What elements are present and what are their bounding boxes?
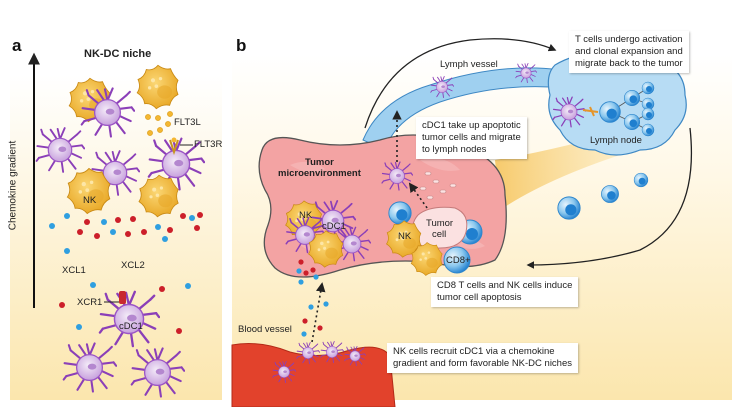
callout-nk-recruit: NK cells recruit cDC1 via a chemokine gr…: [387, 343, 579, 373]
lymph-vessel-label: Lymph vessel: [440, 59, 498, 70]
t-cell-icon: [641, 107, 655, 121]
tumor-microenvironment-label-line1: Tumor: [305, 157, 334, 168]
cd8-t-cell-icon: [443, 246, 471, 274]
tumor-microenvironment-label-line2: microenvironment: [278, 168, 361, 179]
t-cell-icon: [641, 81, 655, 95]
nk-label-tumor: NK: [299, 210, 313, 221]
chemokine-gradient-label: Chemokine gradient: [7, 140, 19, 231]
apoptotic-fragments: [419, 171, 457, 200]
xcl2-label: XCL2: [121, 260, 145, 271]
blood-vessel-label: Blood vessel: [238, 324, 292, 335]
panel-b-letter: b: [236, 36, 247, 55]
callout-t-cell-activation: T cells undergo activation and clonal ex…: [569, 31, 689, 73]
callout-apoptosis: CD8 T cells and NK cells induce tumor ce…: [431, 277, 579, 307]
lymph-node-label: Lymph node: [590, 135, 642, 146]
cdc1-label: cDC1: [119, 321, 143, 332]
t-cell-icon: [641, 123, 655, 137]
flt3l-particles: [145, 111, 173, 136]
tumor-cell-label-line1: Tumor: [426, 218, 454, 229]
dashed-arrow-uptake: [408, 182, 431, 213]
t-cell-icon: [601, 185, 619, 203]
migration-arrow-to-node: [364, 38, 557, 129]
nk-label: NK: [83, 195, 97, 206]
migration-arrow-to-tumor: [526, 127, 693, 269]
xcl1-label: XCL1: [62, 265, 86, 276]
t-cell-icon: [633, 172, 649, 188]
panel-a-title: NK-DC niche: [84, 48, 152, 60]
t-cell-icon: [623, 113, 641, 131]
panel-a-background: [10, 75, 222, 400]
antigen-presentation-icon: [582, 106, 599, 117]
xcr1-receptor-icon: [104, 291, 126, 304]
tumor-cell-label-line2: cell: [432, 229, 447, 240]
callout-cdc1-uptake: cDC1 take up apoptotic tumor cells and m…: [416, 117, 527, 159]
flt3r-label: FLT3R: [194, 139, 223, 150]
xcr1-label: XCR1: [77, 297, 103, 308]
nk-label-killing: NK: [398, 231, 412, 242]
cdc1-label-tumor: cDC1: [322, 221, 346, 232]
t-cell-icon: [557, 196, 581, 220]
t-cell-icon: [599, 101, 621, 123]
cd8-label: CD8+: [446, 255, 471, 266]
chemokine-dots-b: [296, 259, 329, 337]
chemokine-dots: [49, 212, 203, 334]
flt3l-label: FLT3L: [174, 117, 201, 128]
flt3r-receptor-icon: [169, 137, 193, 156]
panel-a-letter: a: [12, 36, 22, 55]
t-cell-icon: [623, 89, 641, 107]
t-cell-icon: [388, 201, 412, 225]
